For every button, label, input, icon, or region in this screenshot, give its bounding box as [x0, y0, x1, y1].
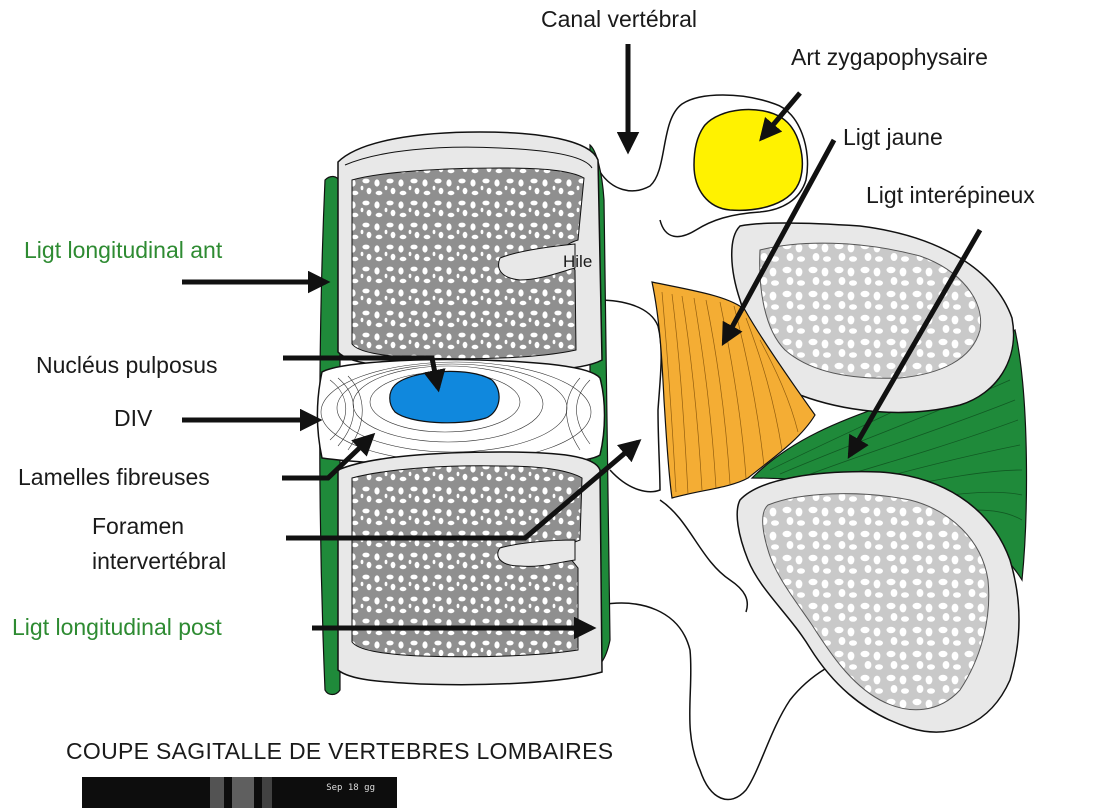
label-foramen: Foramen	[92, 513, 184, 539]
vertebral-body-lower	[338, 452, 602, 685]
label-canal-vertebral: Canal vertébral	[541, 6, 697, 32]
articulation-zygapophysaire	[694, 110, 802, 211]
label-ligt-jaune: Ligt jaune	[843, 124, 943, 150]
label-div: DIV	[114, 405, 152, 431]
mri-thumbnail: Sep 18 gg	[82, 777, 397, 808]
label-nucleus-pulposus: Nucléus pulposus	[36, 352, 218, 378]
figure-caption: COUPE SAGITALLE DE VERTEBRES LOMBAIRES	[66, 738, 613, 765]
label-intervertebral: intervertébral	[92, 548, 226, 574]
label-ligt-longitudinal-post: Ligt longitudinal post	[12, 614, 222, 640]
nucleus-pulposus	[390, 371, 499, 422]
mri-date: Sep 18 gg	[326, 783, 375, 793]
label-art-zygapophysaire: Art zygapophysaire	[791, 44, 988, 70]
label-ligt-longitudinal-ant: Ligt longitudinal ant	[24, 237, 222, 263]
label-hile: Hile	[563, 249, 592, 275]
spinous-process-lower	[737, 472, 1019, 732]
label-lamelles-fibreuses: Lamelles fibreuses	[18, 464, 210, 490]
label-ligt-interepineux: Ligt interépineux	[866, 182, 1035, 208]
